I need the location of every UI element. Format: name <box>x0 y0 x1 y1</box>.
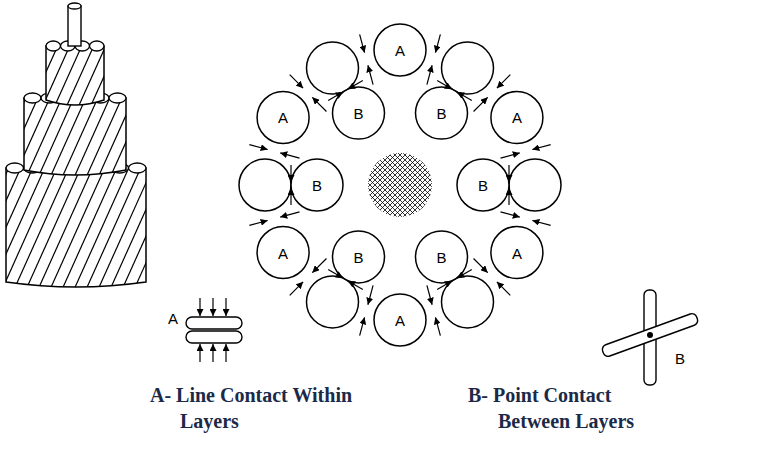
contact-arrows <box>249 34 550 335</box>
contact-letter: B <box>673 351 687 366</box>
stranded-cable <box>0 3 201 294</box>
caption: A- Line Contact Within Layers <box>150 382 365 434</box>
contact-letter: A <box>393 43 407 58</box>
caption: B- Point Contact Between Layers <box>468 382 688 434</box>
contact-letter: A <box>510 246 524 261</box>
contact-letter: A <box>393 313 407 328</box>
contact-letter: B <box>434 250 448 265</box>
contact-letter: B <box>476 178 490 193</box>
contact-letter: B <box>434 106 448 121</box>
contact-letter: B <box>351 250 365 265</box>
contact-letter: B <box>351 106 365 121</box>
contact-letter: A <box>276 110 290 125</box>
cross-section <box>239 24 561 346</box>
contact-letter: B <box>310 178 324 193</box>
line-contact-inset <box>186 298 242 362</box>
contact-letter: A <box>276 246 290 261</box>
point-contact-inset <box>601 290 699 385</box>
contact-letter: A <box>166 311 180 326</box>
contact-letter: A <box>510 110 524 125</box>
